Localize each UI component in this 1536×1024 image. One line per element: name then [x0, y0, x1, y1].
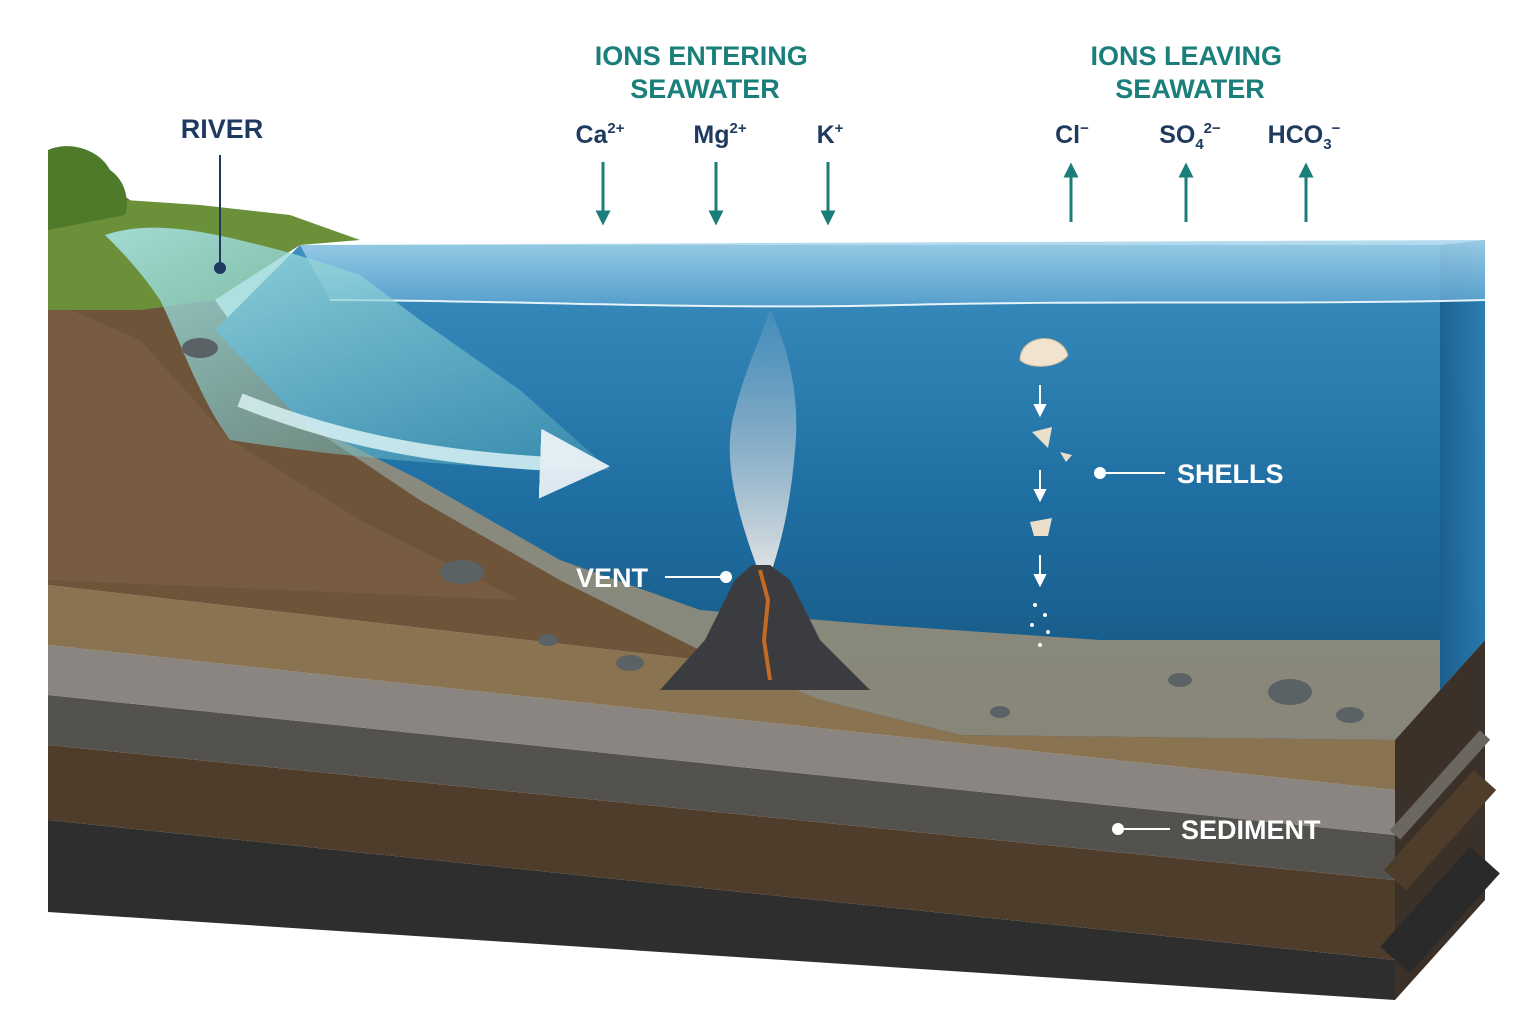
vent-callout: VENT: [576, 563, 732, 593]
ocean-surface: [300, 240, 1485, 307]
ion-label-so4: SO42−: [1159, 120, 1221, 153]
shrubs: [48, 146, 127, 230]
river-callout: RIVER: [181, 114, 264, 274]
seafloor-rocks: [182, 338, 1364, 723]
ion-label-hco3: HCO3−: [1268, 120, 1341, 153]
river-label: RIVER: [181, 114, 264, 144]
vent-lava: [758, 569, 772, 681]
shell-fragment-icon: [1030, 518, 1052, 536]
ions-entering-arrows: [595, 162, 836, 226]
ocean-water: [215, 245, 1485, 740]
seafloor: [300, 420, 1440, 740]
shell-fragment-icon: [1032, 427, 1052, 448]
ions-leaving-arrows: [1063, 162, 1314, 222]
ions-entering-title: IONS ENTERING SEAWATER: [595, 41, 816, 104]
ion-label-k: K+: [817, 120, 844, 149]
ions-leaving-labels: Cl− SO42− HCO3−: [1055, 120, 1340, 153]
falling-shells: [1019, 338, 1072, 647]
ions-leaving-title: IONS LEAVING SEAWATER: [1090, 41, 1289, 104]
sediment-layer-brown-lower: [48, 745, 1395, 960]
sediment-layer-gray-light: [48, 645, 1395, 835]
ion-label-ca: Ca2+: [575, 120, 624, 149]
sediment-layer-bottom-dark: [48, 820, 1395, 1000]
shell-fragment-icon: [1060, 452, 1072, 462]
ion-label-mg: Mg2+: [693, 120, 746, 149]
vent-plume: [729, 310, 797, 570]
river-flow-arrow: [237, 393, 610, 499]
hydrothermal-vent: [660, 310, 870, 690]
river-channel: [105, 227, 610, 470]
sediment-callout: SEDIMENT: [1112, 815, 1321, 845]
vent-label: VENT: [576, 563, 649, 593]
shells-callout: SHELLS: [1094, 459, 1284, 489]
ions-entering-labels: Ca2+ Mg2+ K+: [575, 120, 843, 149]
ocean-side-face: [1440, 240, 1485, 690]
shell-icon: [1019, 338, 1069, 367]
sediment-layer-gray-dark: [48, 695, 1395, 880]
grass-bank: [48, 150, 360, 310]
land-slope-texture: [48, 300, 520, 600]
sediment-label: SEDIMENT: [1181, 815, 1321, 845]
ion-label-cl: Cl−: [1055, 120, 1089, 149]
shells-label: SHELLS: [1177, 459, 1284, 489]
